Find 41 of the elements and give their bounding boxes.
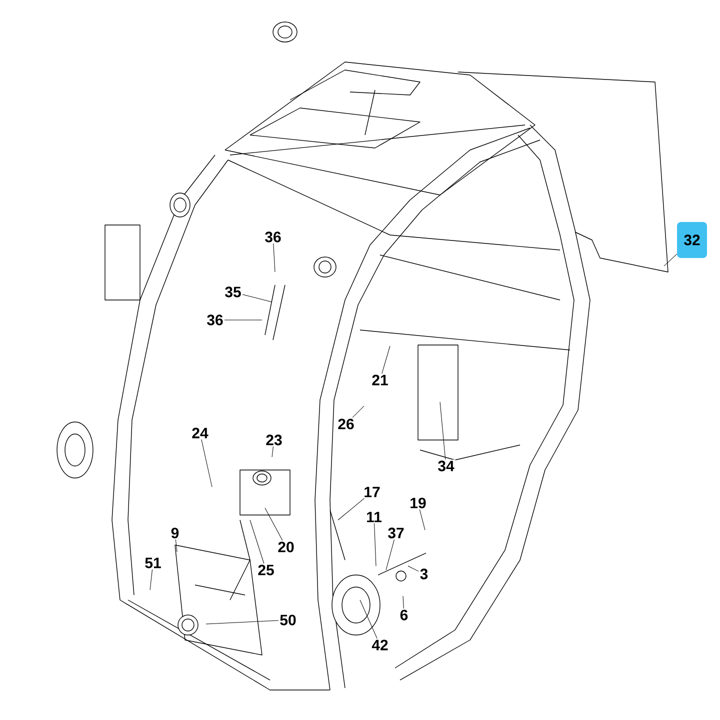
callout-number: 20 bbox=[276, 540, 296, 554]
leader-line bbox=[273, 243, 276, 272]
callout-number: 25 bbox=[256, 564, 276, 576]
callout-number: 42 bbox=[370, 638, 390, 652]
callout-number: 50 bbox=[278, 614, 298, 626]
leader-line bbox=[374, 523, 376, 566]
leader-line bbox=[150, 569, 153, 590]
callout-number: 19 bbox=[408, 496, 428, 510]
callout-number: 23 bbox=[264, 434, 284, 446]
callout-number: 11 bbox=[365, 510, 383, 524]
leader-line bbox=[664, 254, 678, 266]
leader-line bbox=[242, 294, 272, 302]
callout-number: 9 bbox=[170, 526, 180, 540]
callout-number: 37 bbox=[386, 526, 406, 540]
leader-line bbox=[440, 402, 446, 460]
callout-number: 36 bbox=[264, 230, 282, 244]
callout-number: 17 bbox=[362, 486, 382, 498]
leader-line bbox=[250, 520, 264, 564]
leader-line bbox=[201, 439, 212, 488]
callout-number: 36 bbox=[206, 314, 224, 326]
callout-number: 35 bbox=[224, 286, 242, 298]
callout-number: 3 bbox=[418, 568, 430, 580]
callout-number: 21 bbox=[370, 374, 390, 386]
leader-line bbox=[272, 446, 274, 458]
leader-line bbox=[382, 346, 390, 374]
leader-line bbox=[408, 566, 419, 572]
callout-number: 24 bbox=[190, 426, 210, 440]
leader-line bbox=[402, 596, 404, 609]
leader-line bbox=[419, 509, 426, 530]
highlighted-callout-number: 32 bbox=[677, 222, 707, 258]
leader-line bbox=[175, 539, 178, 552]
callout-number: 34 bbox=[436, 460, 456, 472]
callout-number: 51 bbox=[144, 556, 162, 570]
leader-line bbox=[386, 539, 394, 570]
leader-line bbox=[264, 508, 283, 541]
callout-number: 26 bbox=[336, 418, 356, 430]
callout-number: 6 bbox=[398, 608, 410, 622]
leader-line bbox=[352, 406, 364, 418]
leader-line bbox=[338, 498, 365, 520]
leader-line bbox=[360, 600, 378, 639]
leader-line bbox=[206, 620, 279, 624]
